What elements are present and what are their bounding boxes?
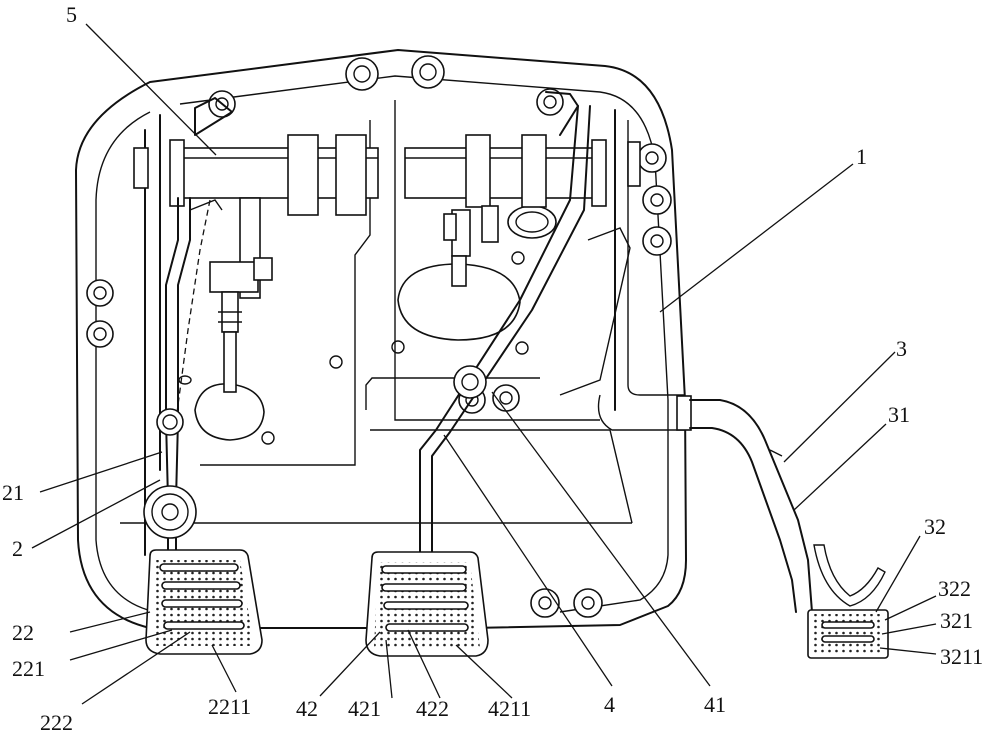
hole-5 [512, 252, 524, 264]
washer-right-1 [638, 144, 666, 172]
label-1: 1 [856, 144, 867, 169]
label-42: 42 [296, 696, 318, 721]
clutch-lower-pivot [144, 486, 196, 538]
label-4211: 4211 [488, 696, 531, 721]
label-22: 22 [12, 620, 34, 645]
hole-1 [330, 356, 342, 368]
label-221: 221 [12, 656, 45, 681]
oval-port [508, 206, 556, 238]
washer-left-1 [87, 280, 113, 306]
shaft-end-left [134, 148, 148, 188]
clutch-arm-bracket [190, 200, 222, 210]
hole-2 [262, 432, 274, 444]
shaft-end-right [628, 142, 640, 186]
label-2: 2 [12, 536, 23, 561]
washer-bottom-2 [574, 589, 602, 617]
washer-right-2 [643, 186, 671, 214]
accelerator-pedal [677, 396, 888, 658]
label-421: 421 [348, 696, 381, 721]
label-222: 222 [40, 710, 73, 735]
nut-top-right [412, 56, 444, 88]
clutch-arm-dashed [176, 200, 210, 420]
label-41: 41 [704, 692, 726, 717]
label-32: 32 [924, 514, 946, 539]
brake-pedal-pad [366, 552, 488, 656]
plate-right-cut [599, 395, 686, 430]
washer-right-3 [643, 227, 671, 255]
washer-bottom-1 [531, 589, 559, 617]
label-322: 322 [938, 576, 971, 601]
label-3211: 3211 [940, 644, 983, 669]
nut-top-left [346, 58, 378, 90]
washer-left-2 [87, 321, 113, 347]
brake-arm-bracket [560, 228, 630, 395]
label-2211: 2211 [208, 694, 251, 719]
label-4: 4 [604, 692, 615, 717]
label-422: 422 [416, 696, 449, 721]
brake-arm-pivot [454, 366, 486, 398]
hole-3 [392, 341, 404, 353]
clutch-spring-pivot [157, 409, 183, 435]
clutch-push-rod [210, 198, 272, 392]
pivot-shaft [170, 135, 606, 215]
label-21: 21 [2, 480, 24, 505]
label-321: 321 [940, 608, 973, 633]
label-31: 31 [888, 402, 910, 427]
hole-4 [516, 342, 528, 354]
label-3: 3 [896, 336, 907, 361]
clutch-pedal-pad [146, 550, 262, 654]
plate-lower-pocket [370, 430, 632, 523]
label-5: 5 [66, 2, 77, 27]
